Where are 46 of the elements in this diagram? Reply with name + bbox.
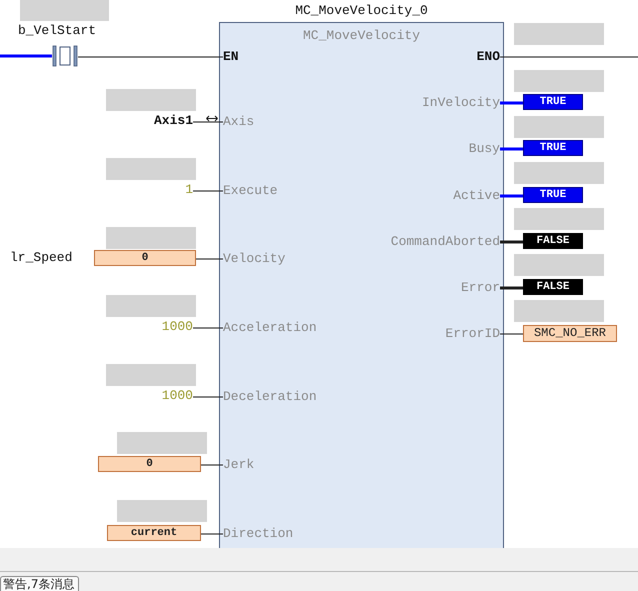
value-field: 0 [98,456,201,472]
connector-line [500,148,523,150]
pin-label: CommandAborted [390,234,500,250]
instance-name: MC_MoveVelocity_0 [294,3,429,18]
input-value: 1 [170,182,193,198]
state-field: TRUE [523,140,583,156]
state-field: TRUE [523,94,583,110]
connector-line [192,396,224,398]
input-value: 1000 [140,388,193,404]
pin-label: Direction [223,526,294,542]
connector-line [500,194,523,198]
value-field: current [107,525,201,541]
pin-label: Axis [223,114,254,130]
connector-line [196,258,224,260]
input-value: 1000 [140,319,193,335]
connector-line [500,286,523,290]
pin-label: Velocity [223,251,286,267]
connector-line [500,56,638,58]
message-tab: 警告,7条消息 [0,576,80,591]
connector-line [192,190,224,192]
pin-label: Busy [468,141,500,157]
pin-label: ErrorID [445,326,500,342]
variable-name: lr_Speed [10,250,74,266]
value-field: SMC_NO_ERR [523,324,617,342]
input-value: Axis1 [140,113,193,129]
pin-label: Acceleration [223,320,317,336]
connector-line [500,240,523,244]
pin-label: Jerk [223,457,254,473]
connector-line [200,464,224,466]
pin-label: ENO [476,49,500,65]
variable-name: b_VelStart [18,23,96,38]
connector-line [0,54,52,58]
state-field: TRUE [523,187,583,203]
block-type: MC_MoveVelocity [302,28,422,43]
state-field: FALSE [523,279,583,295]
pin-label: Error [460,280,500,296]
pin-label: Execute [223,183,278,199]
contact-symbol [52,45,78,67]
pin-label: InVelocity [422,95,500,111]
pin-label: Active [453,188,500,204]
pin-label: EN [223,49,239,65]
connector-line [500,102,523,104]
state-field: FALSE [523,233,583,249]
value-field: 0 [94,250,196,266]
pin-label: Deceleration [223,389,317,405]
connector-line [78,56,224,58]
